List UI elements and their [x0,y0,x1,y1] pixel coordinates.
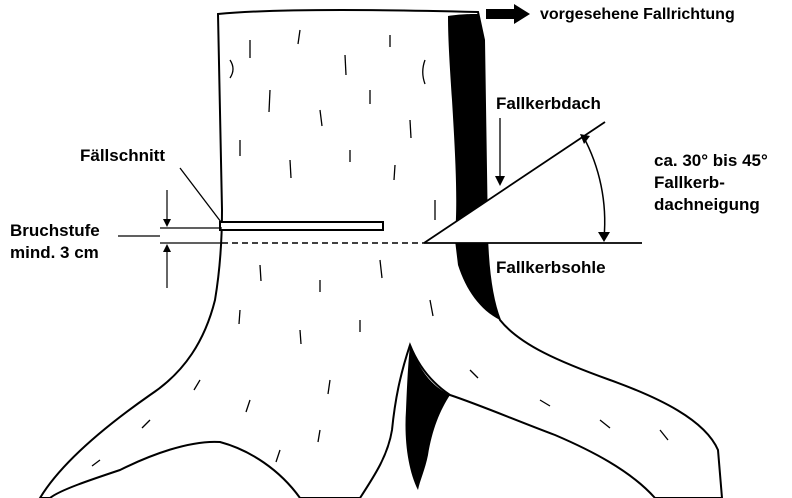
neigung-label-line3: dachneigung [654,194,768,216]
neigung-label-line1: ca. 30° bis 45° [654,150,768,172]
fallkerbdach-pointer-arrow [495,176,505,186]
bruchstufe-label: Bruchstufe mind. 3 cm [10,220,100,264]
right-arrow-icon [486,4,530,24]
neigung-label: ca. 30° bis 45° Fallkerb- dachneigung [654,150,768,216]
fallkerbsohle-label: Fallkerbsohle [496,258,606,278]
tree-trunk [40,10,722,498]
fallrichtung-legend-label: vorgesehene Fallrichtung [540,5,735,25]
bruchstufe-arrow-top-head [163,219,171,227]
bruchstufe-label-line2: mind. 3 cm [10,242,100,264]
neigung-label-line2: Fallkerb- [654,172,768,194]
faellschnitt-pointer-line [180,168,221,222]
bruchstufe-label-line1: Bruchstufe [10,220,100,242]
fallkerbdach-label: Fallkerbdach [496,94,601,114]
faellschnitt-label: Fällschnitt [80,146,165,166]
bruchstufe-arrow-bottom-head [163,244,171,252]
felling-cut [220,222,383,230]
